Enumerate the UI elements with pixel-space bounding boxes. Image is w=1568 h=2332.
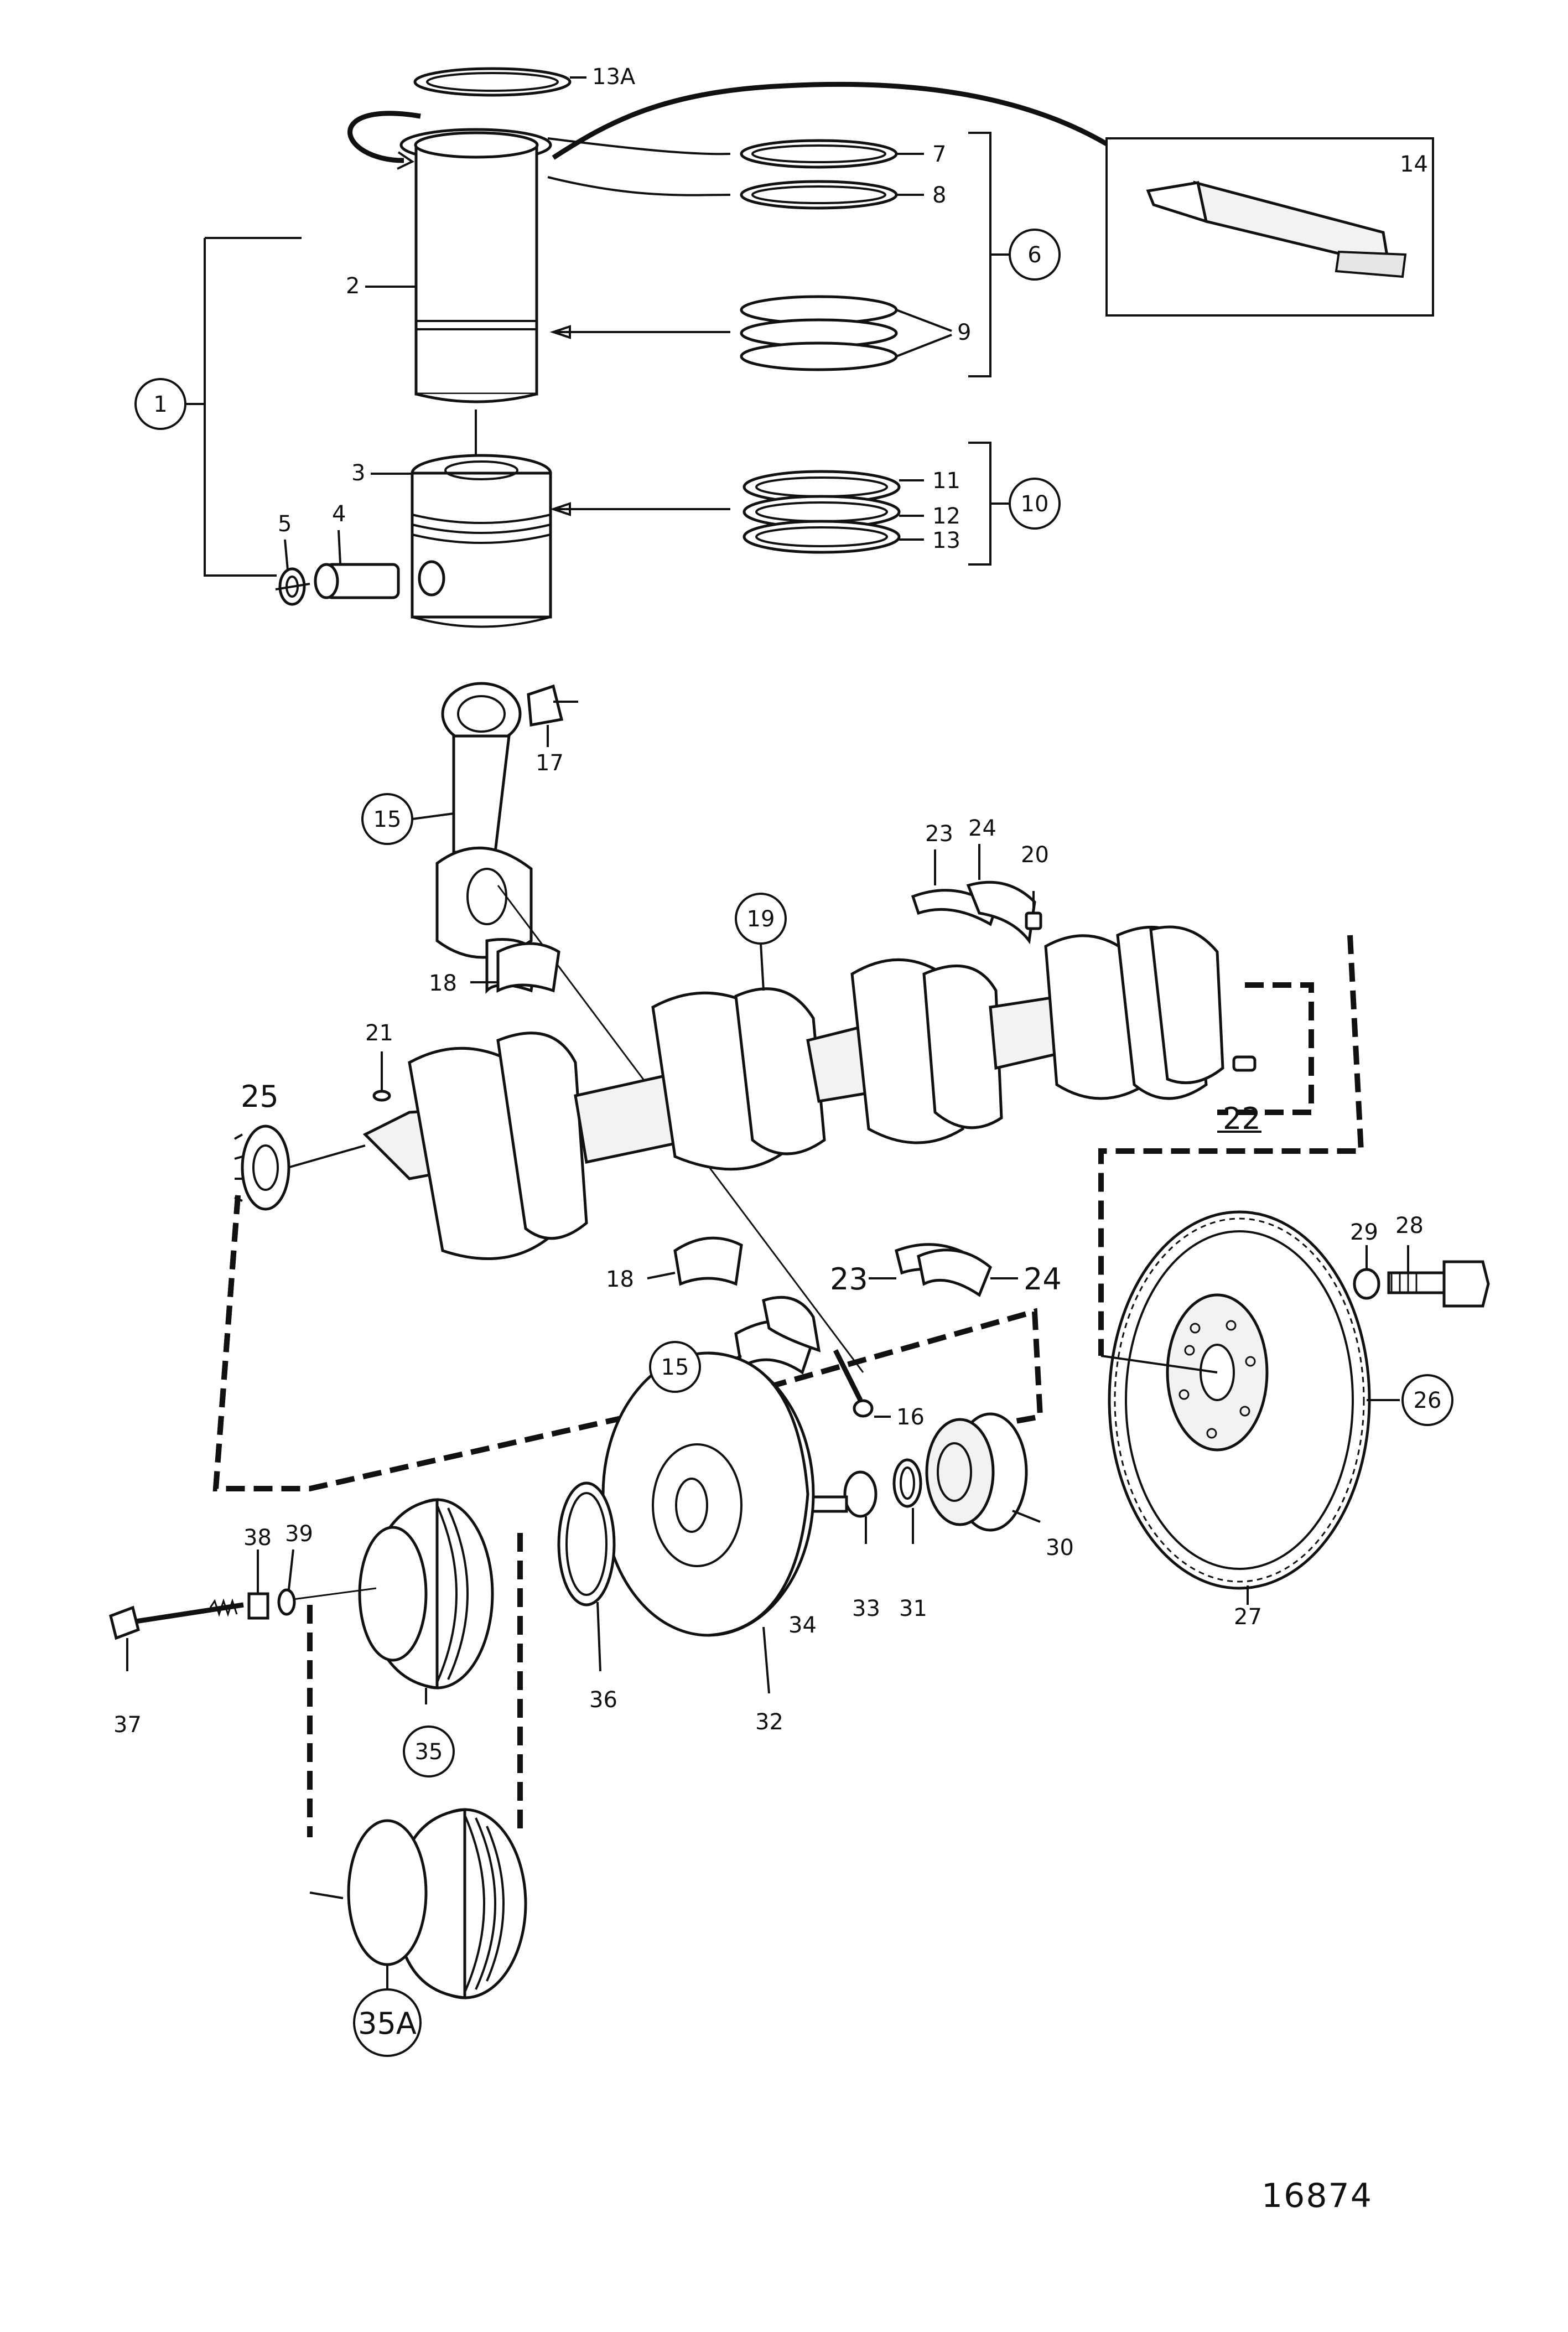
conrod-bolt — [833, 1349, 891, 1418]
piston-pin — [314, 563, 400, 599]
bolt-washer — [277, 1588, 296, 1616]
label-18-lower: 18 — [606, 1267, 634, 1292]
label-9: 9 — [957, 320, 971, 345]
label-5: 5 — [278, 511, 292, 537]
pulley-hub — [925, 1412, 1028, 1532]
label-26: 26 — [1414, 1388, 1442, 1413]
label-12: 12 — [932, 504, 960, 529]
main-bearing-lower — [895, 1243, 992, 1297]
label-17: 17 — [536, 750, 564, 776]
label-16: 16 — [896, 1405, 925, 1430]
label-23-lower: 23 — [830, 1262, 868, 1297]
label-15-lower: 15 — [661, 1355, 689, 1380]
label-28: 28 — [1395, 1213, 1424, 1238]
label-22: 22 — [1223, 1101, 1261, 1136]
label-23-upper: 23 — [925, 821, 953, 847]
label-7: 7 — [932, 142, 946, 167]
conrod-bearing-upper — [496, 942, 560, 993]
label-27: 27 — [1234, 1604, 1262, 1630]
main-bearing-upper — [911, 880, 1036, 945]
label-30: 30 — [1046, 1535, 1074, 1561]
bolt-spacer — [247, 1592, 269, 1620]
label-18-upper: 18 — [429, 971, 457, 996]
label-11: 11 — [932, 468, 960, 494]
label-15-upper: 15 — [373, 807, 402, 832]
label-35: 35 — [415, 1739, 443, 1765]
label-13a: 13A — [592, 64, 636, 90]
connecting-rod-upper — [435, 682, 864, 1373]
seal-ring — [892, 1458, 922, 1508]
thrust-washer — [1232, 1055, 1257, 1072]
label-21: 21 — [365, 1020, 393, 1046]
label-1: 1 — [153, 392, 167, 417]
conrod-bearing-lower — [673, 1236, 743, 1286]
piston-ring-set — [743, 470, 901, 554]
label-2: 2 — [346, 273, 360, 299]
label-35a: 35A — [358, 2006, 417, 2041]
piston-group — [183, 67, 1434, 628]
crank-pulley — [358, 1498, 494, 1690]
label-36: 36 — [589, 1687, 617, 1713]
damper-spacer-ring — [557, 1481, 616, 1607]
label-20: 20 — [1021, 842, 1049, 868]
crank-pulley-alt — [347, 1808, 527, 1999]
label-19: 19 — [747, 906, 775, 932]
label-38: 38 — [243, 1525, 272, 1551]
label-29: 29 — [1350, 1220, 1378, 1245]
crankshaft — [362, 925, 1224, 1260]
label-32: 32 — [755, 1709, 783, 1735]
label-37: 37 — [113, 1712, 142, 1738]
dowel-pin — [1025, 911, 1042, 930]
label-34: 34 — [788, 1613, 817, 1638]
label-4: 4 — [332, 501, 346, 527]
vibration-damper — [601, 1351, 815, 1694]
label-14: 14 — [1400, 152, 1428, 177]
flywheel-bolt — [1387, 1260, 1490, 1308]
label-24-upper: 24 — [968, 816, 996, 841]
label-8: 8 — [932, 183, 946, 208]
label-31: 31 — [899, 1596, 927, 1621]
pulley-bolt — [109, 1598, 244, 1640]
key-pin — [372, 1090, 391, 1102]
label-24-lower: 24 — [1024, 1262, 1062, 1297]
sealant-box — [1105, 137, 1434, 317]
crank-gear — [234, 1124, 290, 1211]
label-39: 39 — [285, 1521, 313, 1547]
damper-washer — [843, 1470, 878, 1518]
piston — [411, 454, 552, 628]
callout-circles — [134, 229, 1453, 2057]
label-33: 33 — [852, 1596, 880, 1621]
flywheel-washer — [1353, 1268, 1380, 1300]
document-number: 16874 — [1261, 2176, 1373, 2215]
cylinder-liner — [399, 128, 552, 403]
sealant-tube-icon — [1146, 180, 1407, 278]
label-25: 25 — [241, 1079, 279, 1114]
callout-labels: 13A 2 1 7 8 9 6 14 3 11 12 13 10 5 4 17 … — [113, 64, 1441, 2041]
label-10: 10 — [1021, 491, 1049, 517]
label-13: 13 — [932, 528, 960, 553]
label-3: 3 — [351, 460, 365, 486]
liner-ring-set — [740, 139, 898, 371]
flywheel — [1108, 1210, 1371, 1590]
label-6: 6 — [1027, 242, 1041, 268]
